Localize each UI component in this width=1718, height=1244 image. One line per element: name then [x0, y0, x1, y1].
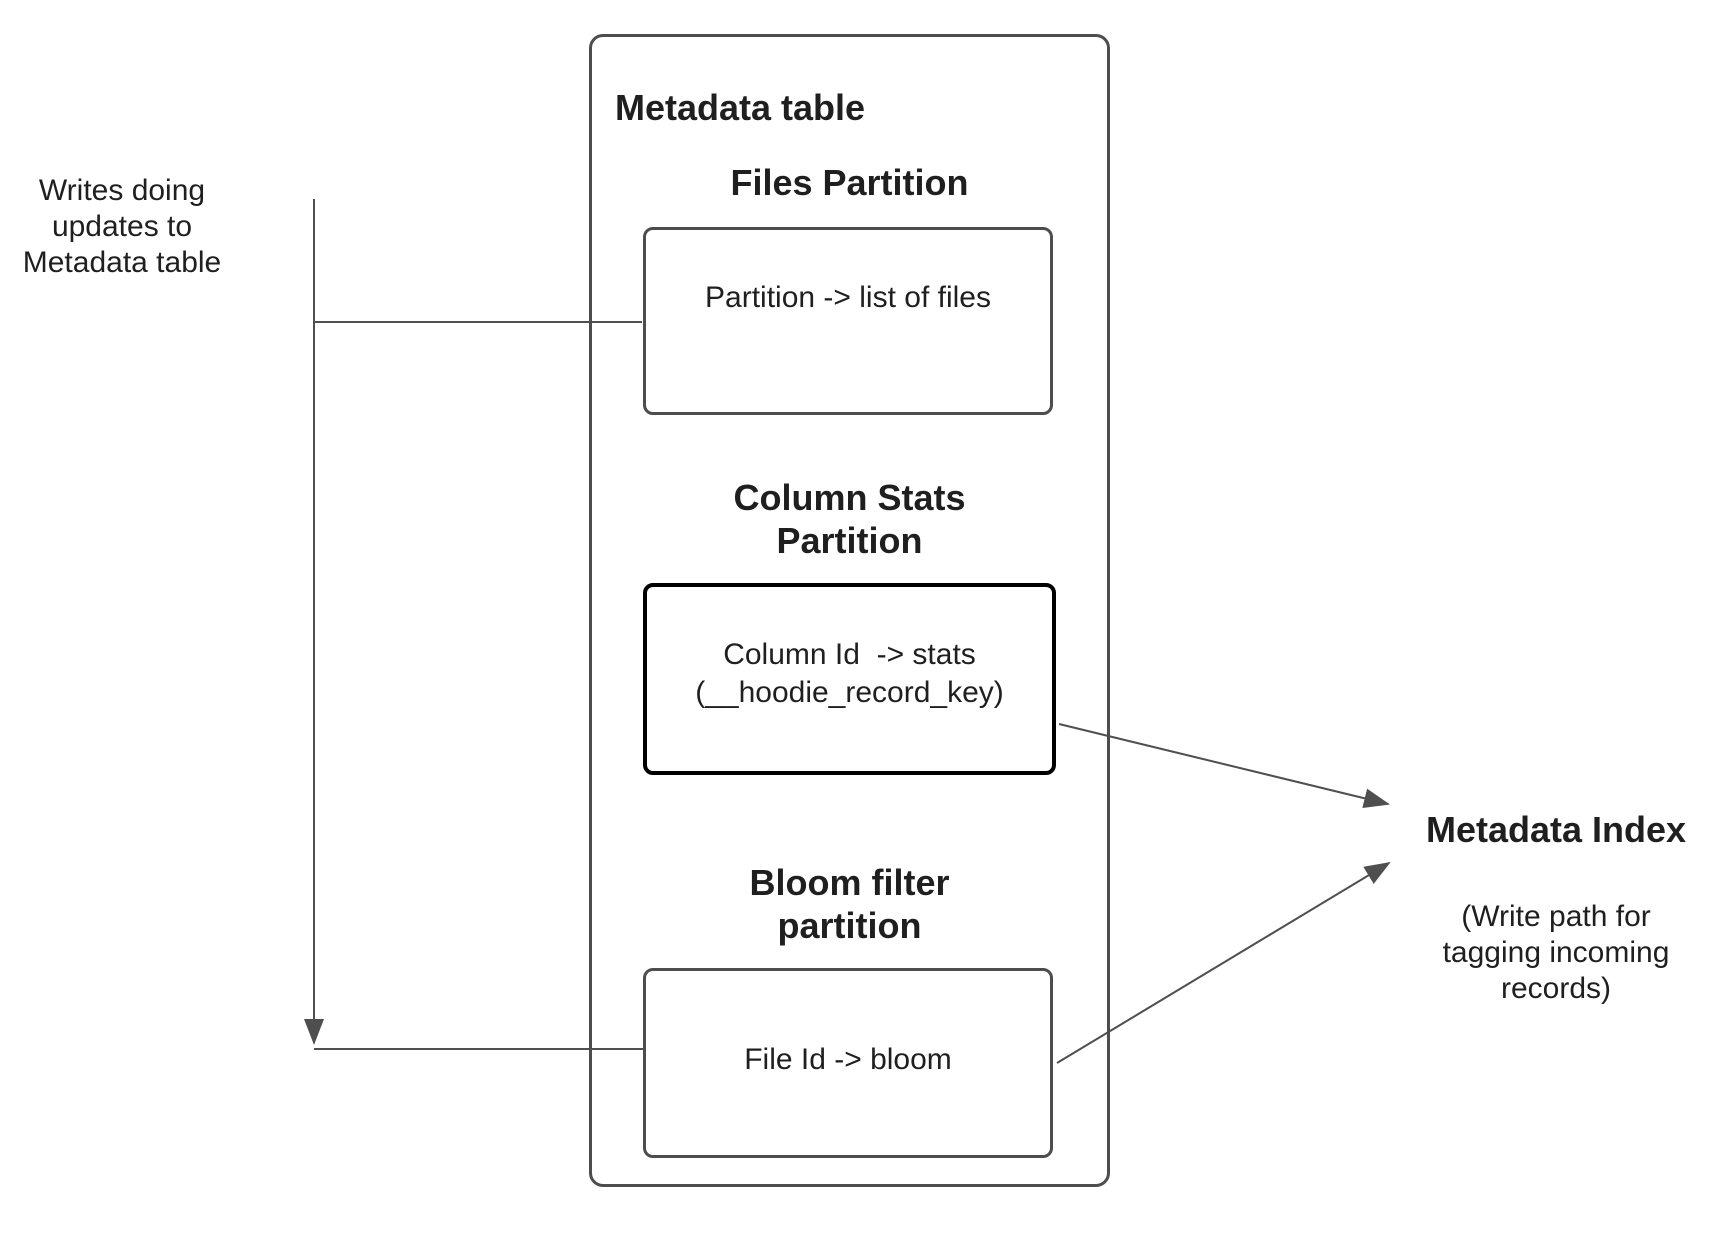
- metadata-index-title: Metadata Index: [1425, 809, 1687, 850]
- column-stats-heading: Column Stats Partition: [589, 476, 1110, 562]
- files-partition-body: Partition -> list of files: [705, 281, 991, 314]
- metadata-index-subtitle-line: records): [1500, 972, 1612, 1005]
- metadata-index-subtitle-line: (Write path for: [1461, 900, 1651, 933]
- metadata-table-container: [589, 34, 1110, 1187]
- metadata-index-subtitle-line: tagging incoming: [1442, 936, 1670, 969]
- bloom-filter-heading-line: partition: [777, 905, 922, 946]
- writes-note-line: Writes doing: [38, 174, 206, 207]
- writes-note-line: Metadata table: [22, 246, 222, 279]
- files-partition-box: Partition -> list of files: [643, 227, 1053, 415]
- column-stats-heading-line: Partition: [776, 520, 923, 561]
- column-stats-box: Column Id -> stats (__hoodie_record_key): [643, 583, 1056, 775]
- column-stats-heading-line: Column Stats: [733, 477, 966, 518]
- bloom-filter-heading-line: Bloom filter: [749, 862, 950, 903]
- column-stats-body-line: (__hoodie_record_key): [695, 676, 1004, 709]
- bloom-filter-body: File Id -> bloom: [744, 1043, 952, 1076]
- bloom-filter-box: File Id -> bloom: [643, 968, 1053, 1158]
- writes-note: Writes doing updates to Metadata table: [14, 173, 230, 281]
- metadata-table-title: Metadata table: [615, 87, 866, 128]
- column-stats-body-line: Column Id -> stats: [723, 638, 976, 671]
- writes-note-line: updates to: [51, 210, 193, 243]
- files-partition-heading: Files Partition: [730, 162, 969, 203]
- bloom-filter-heading: Bloom filter partition: [589, 861, 1110, 947]
- metadata-index-subtitle: (Write path for tagging incoming records…: [1400, 899, 1712, 1007]
